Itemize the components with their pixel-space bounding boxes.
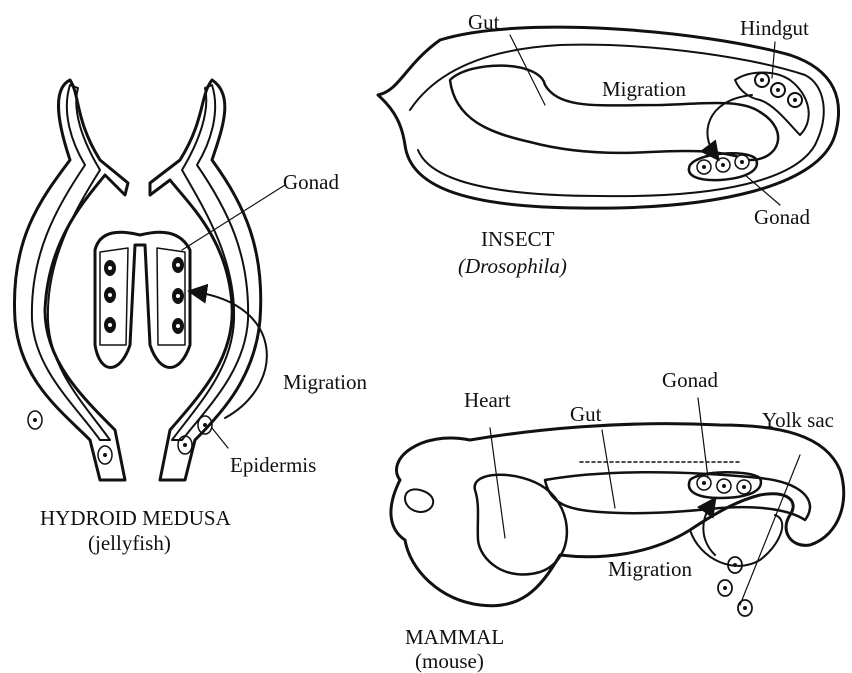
- mammal-head: [405, 489, 433, 512]
- mammal-migration-label: Migration: [608, 559, 692, 580]
- hydroid-epidermis-label: Epidermis: [230, 455, 316, 476]
- mammal-heart: [475, 475, 567, 575]
- mammal-gut-label: Gut: [570, 404, 602, 425]
- medusa-outer-body-left: [14, 80, 128, 480]
- insect-subtitle: (Drosophila): [458, 256, 567, 277]
- insect-gonad-label: Gonad: [754, 207, 810, 228]
- mammal-heart-leader: [490, 428, 505, 538]
- mammal-gut-leader: [602, 430, 615, 508]
- insect-title: INSECT: [481, 229, 555, 250]
- insect-hindgut-label: Hindgut: [740, 18, 809, 39]
- mammal-gut: [545, 472, 810, 520]
- mammal-gonad-leader: [698, 398, 708, 478]
- mammal-yolk-sac-label: Yolk sac: [762, 410, 834, 431]
- insect-migration-label: Migration: [602, 79, 686, 100]
- insect-gut-label: Gut: [468, 12, 500, 33]
- medusa-germ-cells: [104, 257, 184, 334]
- medusa-layer-left: [32, 85, 110, 440]
- mammal-title: MAMMAL: [405, 627, 504, 648]
- insect-drawing: [378, 27, 839, 208]
- medusa-epidermis-leader: [212, 428, 228, 448]
- mammal-subtitle: (mouse): [415, 651, 484, 672]
- insect-gut-leader: [510, 35, 545, 105]
- mammal-heart-label: Heart: [464, 390, 511, 411]
- medusa-outer-body-right: [150, 80, 261, 480]
- mammal-migration-arrow: [703, 503, 715, 555]
- insect-germ-cells-hindgut: [755, 73, 802, 107]
- hydroid-title: HYDROID MEDUSA: [40, 508, 231, 529]
- mammal-germ-cells-gonad: [697, 476, 751, 494]
- hydroid-gonad-label: Gonad: [283, 172, 339, 193]
- hydroid-medusa-drawing: [14, 80, 285, 480]
- hydroid-migration-label: Migration: [283, 372, 367, 393]
- hydroid-subtitle: (jellyfish): [88, 533, 171, 554]
- mammal-gonad-label: Gonad: [662, 370, 718, 391]
- insect-germ-cells-gonad: [697, 155, 749, 174]
- insect-hindgut: [735, 73, 809, 136]
